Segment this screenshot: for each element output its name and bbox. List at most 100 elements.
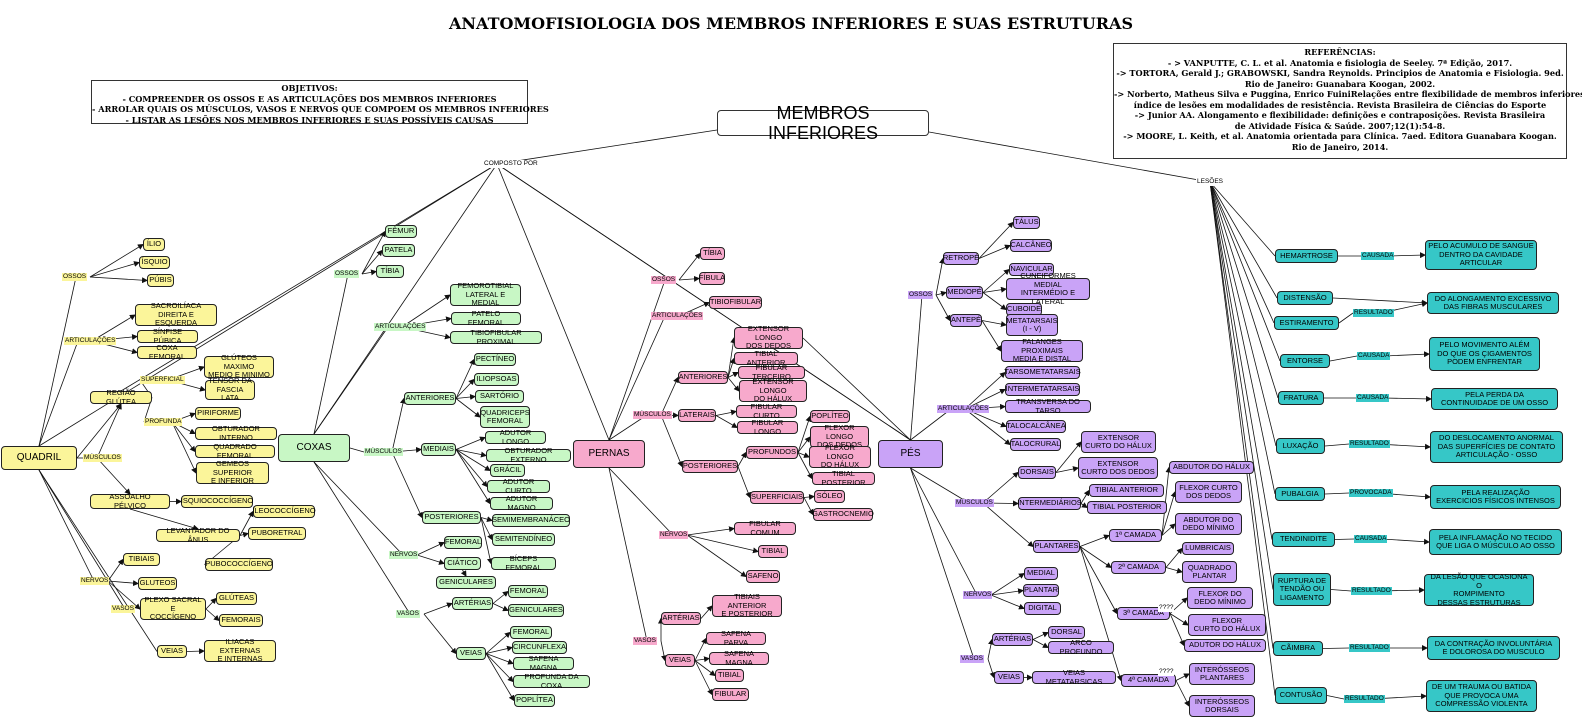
node-text: REGIÃO GLÚTEA — [105, 388, 136, 406]
node-anteriores-g: ANTERIORES — [404, 392, 456, 405]
node-fratura: FRATURA — [1278, 391, 1324, 405]
connector — [910, 294, 923, 441]
connector — [1322, 647, 1350, 649]
connector — [416, 554, 445, 565]
node-tibiais-y: TIBIAIS — [123, 553, 160, 566]
node-text: DIGITAL — [1028, 603, 1057, 613]
node-text: PATELO FEMORAL — [467, 309, 505, 327]
node-text: FLEXOR CURTO — [1179, 482, 1238, 492]
node-text: SAFENA MAGNA — [528, 654, 559, 672]
node-text: ÍLEOCOCCÍGENO — [252, 506, 316, 516]
link-label-p-ossos: OSSOS — [651, 276, 677, 284]
node-text: INTERMÉDIO E LATERAL — [1020, 288, 1076, 306]
connector — [935, 294, 951, 322]
node-camada1: 1ª CAMADA — [1109, 529, 1162, 542]
node-text: POPLÍTEO — [811, 411, 849, 421]
link-label-q-profunda: PROFUNDA — [144, 418, 183, 426]
connector — [38, 469, 158, 652]
node-text: HEMARTROSE — [1280, 250, 1333, 260]
node-text: DAS FIBRAS MUSCULARES — [1443, 302, 1543, 311]
connector — [1080, 489, 1090, 504]
node-text: ARTICULAÇÃO - OSSO — [1455, 450, 1538, 460]
node-text: TÍBIA — [380, 266, 400, 276]
link-label-c-articulacoes: ARTICULAÇÕES — [374, 323, 427, 331]
link-label-q-nervos: NERVOS — [80, 577, 110, 585]
connector — [608, 315, 666, 441]
node-plantar-n: PLANTAR — [1023, 584, 1059, 597]
connector — [1326, 695, 1345, 700]
node-text: ILIACAS EXTERNAS — [219, 637, 261, 655]
node-text: DOS DEDOS — [745, 341, 791, 351]
connector — [89, 261, 140, 278]
node-circunflexa: CIRCUNFLEXA — [512, 641, 567, 654]
node-text: PLANTARES — [1199, 673, 1245, 682]
connector — [416, 541, 445, 556]
node-text: METATARSAIS — [1006, 315, 1058, 325]
connector — [727, 357, 736, 378]
node-veias-g: VEIAS — [456, 647, 486, 660]
node-text: GENICULARES — [439, 577, 493, 587]
node-pes: PÉS — [878, 440, 943, 468]
node-text: DEDO MÍNIMO — [1194, 597, 1246, 606]
connector — [89, 276, 148, 284]
node-text: DIREITA E ESQUERDA — [154, 309, 198, 328]
references-heading: REFERÊNCIAS: — [1304, 47, 1376, 57]
node-assoalho: ASSOALHO PÉLVICO — [90, 492, 170, 509]
node-text: ENTORSE — [1286, 355, 1324, 365]
link-label-q4-marks: ???? — [1158, 668, 1175, 676]
connector — [480, 517, 493, 565]
node-text: DO HÁLUX — [753, 394, 793, 404]
link-label-composto-por: COMPOSTO POR — [483, 160, 539, 168]
node-text: FRATURA — [1283, 392, 1319, 402]
node-text: QUADRADO — [1187, 562, 1232, 572]
node-text: VEIAS — [668, 655, 692, 665]
node-text: CIÁTICO — [447, 558, 478, 568]
node-coxas: COXAS — [278, 434, 350, 462]
node-text: FEMORAL — [486, 416, 524, 425]
node-tibial-ant: TIBIAL ANTERIOR — [734, 349, 798, 366]
node-text: ADUTOR LONGO — [499, 428, 532, 446]
connector — [1209, 181, 1276, 257]
connector — [485, 653, 514, 683]
node-text: PROFUNDOS — [748, 447, 796, 457]
node-gracil: GRÁCIL — [490, 464, 525, 477]
connector — [455, 394, 476, 401]
connector — [1161, 523, 1176, 536]
node-text: INTERÓSSEOS — [1194, 664, 1250, 674]
connector — [910, 467, 975, 660]
node-text: 2ª CAMADA — [1117, 562, 1160, 572]
connector — [455, 378, 475, 399]
node-adutor-halux: ADUTOR DO HÁLUX — [1184, 639, 1266, 652]
node-text: E INFERIOR — [211, 476, 254, 486]
connector — [492, 590, 509, 604]
references-line: de Atividade Física & Saúde. 2007;12(1):… — [1234, 120, 1446, 131]
node-adutorcurto: ADUTOR CURTO — [487, 477, 550, 494]
node-text: LUMBRICAIS — [1185, 543, 1231, 553]
node-text: FIBULAR TERCEIRO — [752, 363, 791, 381]
connector — [982, 502, 1034, 548]
node-camada3: 3ª CAMADA — [1117, 607, 1170, 620]
connector — [455, 449, 491, 472]
connector — [694, 637, 707, 661]
node-distensao: DISTENSÃO — [1277, 291, 1333, 305]
connector — [981, 320, 1007, 328]
link-label-l-pubalgia: PROVOCADA — [1349, 489, 1393, 497]
node-text: TIBIAIS ANTERIOR — [727, 592, 767, 610]
connector — [349, 447, 365, 453]
node-safena-magna-p: SAFENA MAGNA — [709, 649, 769, 666]
node-text: TIBIAL POSTERIOR — [821, 469, 866, 487]
connector — [1165, 547, 1183, 568]
node-text: TALOCRURAL — [1010, 439, 1061, 449]
connector — [987, 658, 996, 679]
objectives-line: - COMPREENDER OS OSSOS E AS ARTICULAÇÕES… — [122, 93, 497, 104]
connector — [89, 243, 144, 278]
connector — [361, 249, 383, 275]
node-tarsometatarsais: TARSOMETATARSAIS — [1004, 366, 1081, 379]
node-text: ESTIRAMENTO — [1279, 317, 1334, 327]
